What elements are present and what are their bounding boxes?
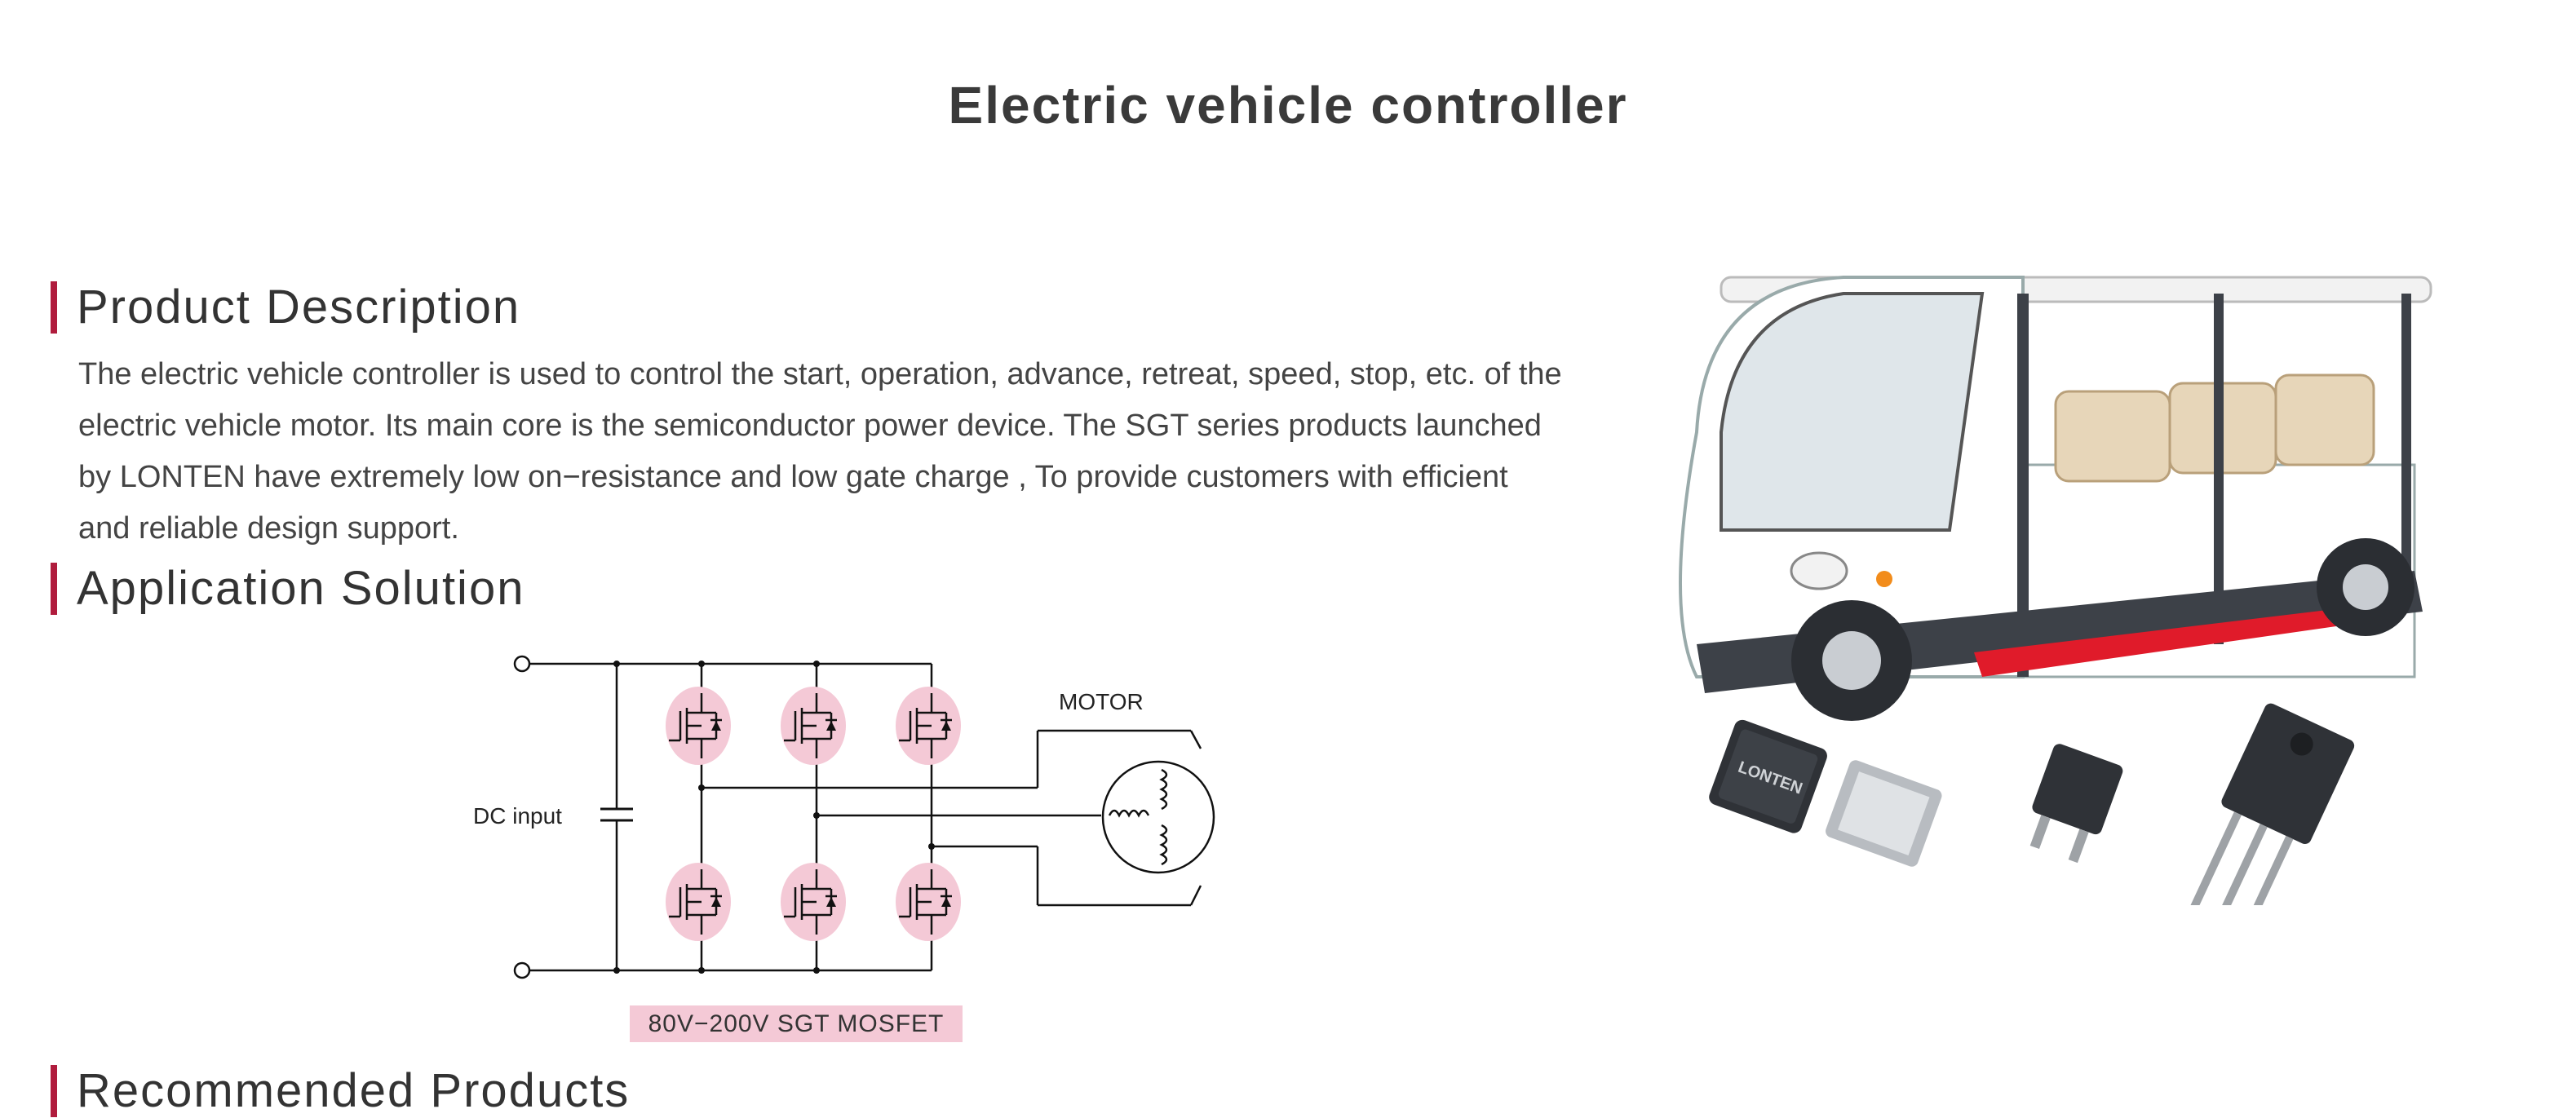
page-title: Electric vehicle controller (948, 76, 1628, 135)
product-description-text: The electric vehicle controller is used … (78, 357, 1562, 546)
motor-label: MOTOR (1059, 689, 1144, 714)
recommended-products-heading: Recommended Products (51, 1065, 630, 1117)
product-description-heading: Product Description (51, 281, 520, 334)
vehicle-product-image: LONTEN (1679, 276, 2432, 905)
application-solution-heading: Application Solution (51, 563, 524, 615)
dc-input-label: DC input (473, 803, 562, 829)
sgt-mosfet-label: 80V−200V SGT MOSFET (630, 1005, 963, 1042)
circuit-diagram: DC input MOTOR (473, 655, 1215, 979)
